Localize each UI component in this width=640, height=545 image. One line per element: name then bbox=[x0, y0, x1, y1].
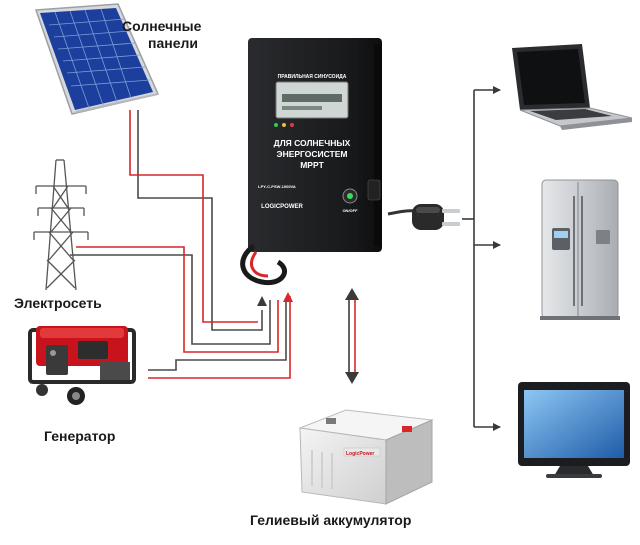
battery-icon bbox=[298, 409, 434, 505]
battery-label: Гелиевый аккумулятор bbox=[250, 512, 412, 528]
battery-arrow-up bbox=[345, 288, 359, 300]
solar-label-line1: Солнечные bbox=[122, 18, 202, 34]
inverter-main-line2: ЭНЕРГОСИСТЕМ bbox=[277, 149, 348, 159]
solar-wire-red bbox=[129, 110, 258, 323]
generator-label: Генератор bbox=[44, 428, 116, 444]
inverter-top-text: ПРАВИЛЬНАЯ СИНУСОИДА bbox=[278, 74, 347, 80]
grid-label: Электросеть bbox=[14, 295, 102, 311]
input-arrow-red bbox=[283, 292, 293, 302]
power-plug-icon bbox=[387, 204, 460, 230]
wires bbox=[70, 86, 501, 431]
power-pylon-icon bbox=[33, 159, 89, 291]
solar-label-line2: панели bbox=[148, 35, 198, 51]
battery-brand-text: LogicPower bbox=[346, 451, 374, 457]
grid-wire-red bbox=[76, 246, 279, 353]
generator-wire-red bbox=[148, 296, 291, 379]
solar-panels-label: Солнечные панели bbox=[122, 18, 201, 52]
inverter-main-line3: MPPT bbox=[300, 160, 324, 170]
laptop-icon bbox=[512, 44, 633, 130]
tv-icon bbox=[518, 382, 630, 478]
solar-wire-dark bbox=[137, 110, 263, 331]
inverter-switch-label: ON/OFF bbox=[342, 208, 358, 213]
grid-wire-dark bbox=[70, 254, 271, 345]
refrigerator-icon bbox=[540, 179, 620, 320]
inverter-main-line1: ДЛЯ СОЛНЕЧНЫХ bbox=[274, 138, 351, 148]
inverter-brand: LOGICPOWER bbox=[261, 204, 303, 210]
solar-panel-icon bbox=[34, 3, 160, 115]
inverter-model-text: LPY-C-PSW-1000VA bbox=[258, 184, 296, 189]
input-arrow-dark bbox=[257, 296, 267, 306]
battery-arrow-down bbox=[345, 372, 359, 384]
generator-wire-dark bbox=[148, 300, 287, 371]
generator-icon bbox=[28, 326, 136, 405]
inverter-icon bbox=[240, 38, 382, 286]
